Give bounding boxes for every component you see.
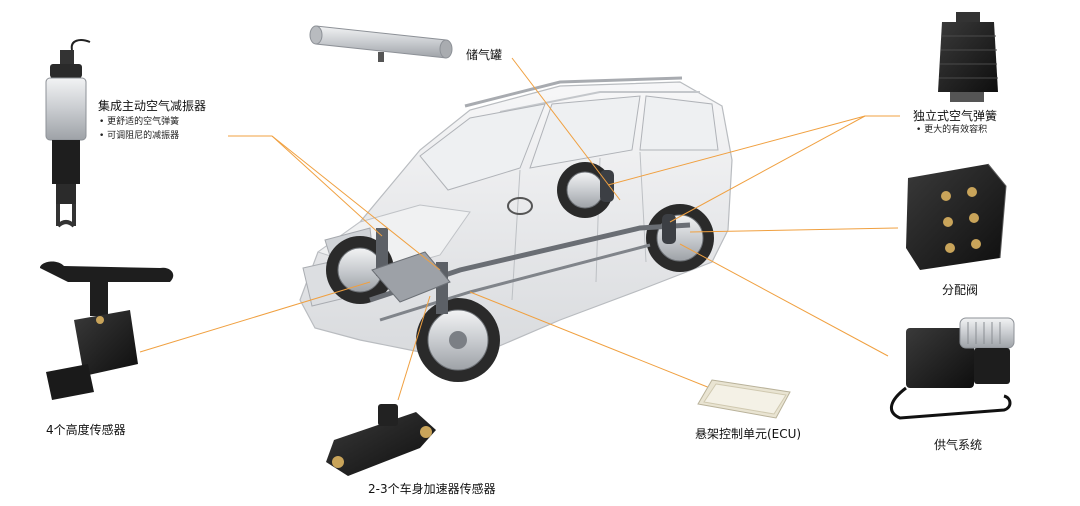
- air-spring-image: [938, 12, 998, 102]
- leader-shock-b: [271, 135, 441, 271]
- air-shock-absorber-image: [45, 39, 91, 228]
- leader-air-spring-c: [669, 115, 866, 223]
- compressor-image: [890, 317, 1015, 420]
- leader-height-sensor: [139, 281, 371, 353]
- suv-cutaway: [299, 76, 733, 382]
- leader-ecu: [469, 291, 711, 389]
- label-acceleration-sensor: 2-3个车身加速器传感器: [368, 482, 496, 496]
- leader-compressor: [679, 243, 889, 357]
- acceleration-sensor-image: [326, 404, 436, 476]
- valve-block-image: [906, 163, 1007, 270]
- ecu-image: [697, 379, 791, 419]
- label-ecu: 悬架控制单元(ECU): [695, 427, 802, 441]
- leader-reservoir: [511, 57, 621, 201]
- label-shock-absorber: 集成主动空气减振器: [98, 99, 207, 113]
- leader-valve-block: [689, 227, 899, 233]
- label-compressor: 供气系统: [934, 438, 983, 452]
- bullet-air-spring-1: 更大的有效容积: [916, 124, 987, 137]
- air-reservoir-image: [309, 25, 453, 62]
- bullet-shock-absorber-2: 可调阻尼的减振器: [99, 130, 179, 143]
- leader-lines: [139, 57, 900, 401]
- leader-air-spring-b: [607, 115, 866, 186]
- label-height-sensor: 4个高度传感器: [46, 423, 126, 437]
- height-sensor-image: [40, 261, 174, 400]
- label-valve-block: 分配阀: [942, 283, 979, 297]
- leader-shock-a: [271, 135, 383, 237]
- label-reservoir: 储气罐: [466, 48, 503, 62]
- bullet-shock-absorber-1: 更舒适的空气弹簧: [99, 116, 179, 129]
- leader-accel-sensor: [397, 295, 431, 401]
- label-air-spring: 独立式空气弹簧: [913, 109, 998, 123]
